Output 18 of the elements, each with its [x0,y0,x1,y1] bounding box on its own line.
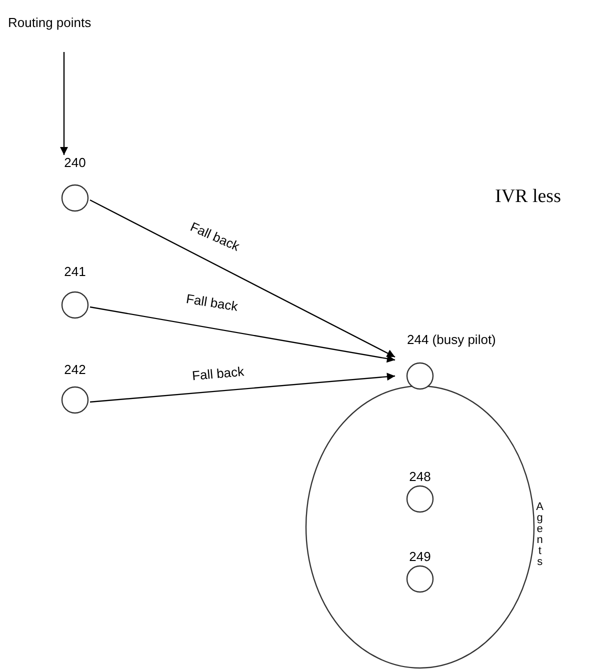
arrow [90,306,396,363]
node-label: 242 [64,362,86,378]
node-label: 248 [409,469,431,485]
node-label: 249 [409,549,431,565]
circle-node [405,549,435,594]
heading-text: Routing points [8,14,133,52]
arrow [90,372,396,403]
vertical-label: Agents [536,502,544,568]
circle-node [60,264,90,320]
node-label: 240 [64,155,86,171]
arrow [60,52,68,155]
note-text: IVR less [495,186,561,208]
node-label: 241 [64,264,86,280]
arrow [90,199,396,358]
circle-node [60,362,90,415]
node-label: 244 (busy pilot) [407,332,496,348]
circle-node [60,155,90,213]
circle-node [405,469,435,514]
